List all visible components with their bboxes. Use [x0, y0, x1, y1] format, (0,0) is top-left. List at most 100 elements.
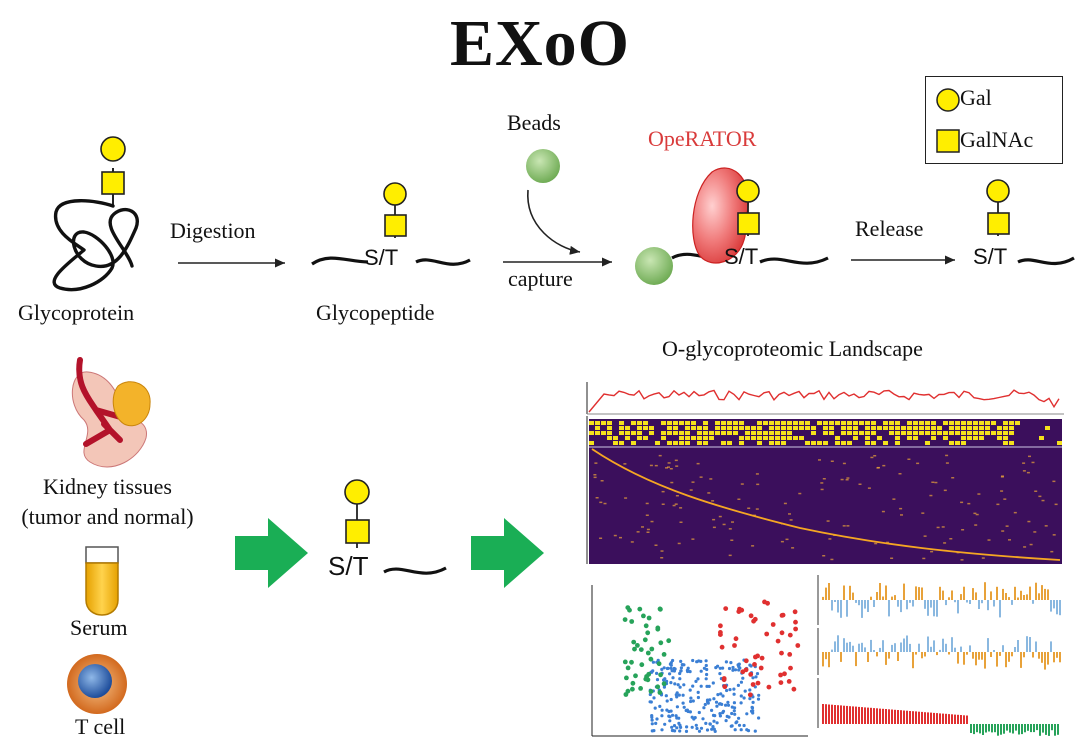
track-bar-red: [855, 706, 857, 724]
track-bar: [1038, 593, 1040, 600]
track-bar-red: [903, 710, 905, 724]
heatmap-hit-cell: [1045, 426, 1050, 430]
track-bar: [978, 652, 980, 660]
track-bar-green: [1027, 724, 1029, 731]
t-cell-label: T cell: [75, 714, 126, 739]
heatmap-hit-mark: [661, 490, 665, 493]
heatmap-hit-mark: [1038, 495, 1042, 498]
track-bar: [870, 639, 872, 652]
volcano-point-blue: [696, 677, 700, 681]
volcano-point-red: [718, 632, 723, 637]
heatmap-hit-cell: [889, 421, 894, 425]
heatmap-hit-cell: [931, 421, 936, 425]
heatmap-hit-cell: [727, 441, 732, 445]
volcano-point-red: [782, 671, 787, 677]
heatmap-hit-cell: [673, 431, 678, 435]
heatmap-hit-mark: [1003, 498, 1007, 500]
heatmap-hit-cell: [853, 426, 858, 430]
heatmap-hit-mark: [930, 550, 934, 553]
heatmap-hit-cell: [931, 426, 936, 430]
track-bar-red: [849, 706, 851, 724]
heatmap-hit-cell: [997, 431, 1002, 435]
volcano-point-blue: [710, 708, 714, 713]
volcano-point-blue: [707, 684, 711, 689]
volcano-point-green: [635, 643, 640, 648]
track-bar-red: [852, 706, 854, 724]
volcano-point-blue: [721, 666, 725, 670]
volcano-point-red: [750, 682, 756, 687]
volcano-point-blue: [724, 660, 729, 664]
heatmap-hit-mark: [755, 473, 759, 475]
heatmap-hit-cell: [853, 436, 858, 440]
heatmap-hit-cell: [769, 441, 774, 445]
track-bar: [852, 592, 854, 600]
heatmap-hit-cell: [781, 426, 786, 430]
volcano-point-green: [638, 686, 643, 691]
heatmap-hit-mark: [788, 513, 791, 515]
track-bar: [879, 583, 881, 600]
heatmap-hit-cell: [985, 421, 990, 425]
heatmap-hit-cell: [733, 426, 738, 430]
heatmap-hit-cell: [661, 431, 666, 435]
heatmap-hit-mark: [641, 526, 644, 528]
heatmap-hit-mark: [630, 541, 634, 543]
volcano-point-blue: [743, 689, 747, 693]
volcano-point-green: [639, 662, 645, 668]
track-bar: [846, 600, 848, 617]
heatmap-hit-mark: [645, 502, 649, 505]
track-bar: [996, 586, 998, 600]
volcano-point-blue: [705, 672, 709, 677]
heatmap-hit-cell: [625, 436, 630, 440]
heatmap-hit-mark: [718, 515, 722, 518]
volcano-point-red: [778, 672, 783, 678]
track-bar: [864, 600, 866, 609]
heatmap-hit-cell: [919, 426, 924, 430]
track-bar: [894, 595, 896, 600]
heatmap-hit-cell: [757, 441, 762, 445]
track-bar: [831, 649, 833, 652]
heatmap-hit-cell: [595, 431, 600, 435]
volcano-point-blue: [679, 659, 683, 664]
t-cell-icon: [67, 654, 127, 714]
track-bar: [1059, 600, 1061, 616]
heatmap-hit-cell: [805, 426, 810, 430]
track-bar: [1023, 652, 1025, 658]
volcano-point-green: [656, 661, 662, 667]
volcano-point-blue: [733, 712, 737, 716]
volcano-point-blue: [691, 699, 695, 703]
glycopeptide-label: Glycopeptide: [316, 300, 435, 325]
track-bar-red: [843, 705, 845, 724]
heatmap-hit-cell: [943, 431, 948, 435]
heatmap-hit-cell: [859, 431, 864, 435]
heatmap-hit-cell: [769, 421, 774, 425]
volcano-point-blue: [732, 687, 736, 691]
heatmap-hit-mark: [1029, 543, 1033, 546]
volcano-point-red: [719, 644, 725, 650]
volcano-point-blue: [669, 666, 673, 670]
volcano-point-green: [629, 659, 634, 665]
track-bar: [942, 590, 944, 600]
heatmap-hit-cell: [751, 431, 756, 435]
track-bar: [1005, 652, 1007, 668]
heatmap-hit-mark: [672, 504, 676, 507]
heatmap-hit-cell: [631, 441, 636, 445]
track-bar-green: [997, 724, 999, 736]
volcano-point-green: [622, 659, 628, 665]
heatmap-hit-cell: [637, 436, 642, 440]
heatmap-hit-cell: [979, 421, 984, 425]
track-bar-green: [979, 724, 981, 734]
track-bar: [1038, 652, 1040, 659]
track-bar: [873, 600, 875, 607]
heatmap-hit-cell: [895, 426, 900, 430]
heatmap-hit-cell: [973, 431, 978, 435]
kidney-icon: [71, 357, 151, 468]
volcano-point-blue: [679, 725, 683, 730]
heatmap-hit-cell: [925, 426, 930, 430]
heatmap-hit-mark: [654, 544, 658, 546]
track-bar: [891, 596, 893, 600]
track-bar: [843, 585, 845, 600]
heatmap-hit-mark: [876, 467, 880, 469]
heatmap-hit-mark: [1013, 511, 1017, 514]
volcano-point-green: [643, 623, 649, 629]
volcano-point-blue: [676, 683, 680, 687]
